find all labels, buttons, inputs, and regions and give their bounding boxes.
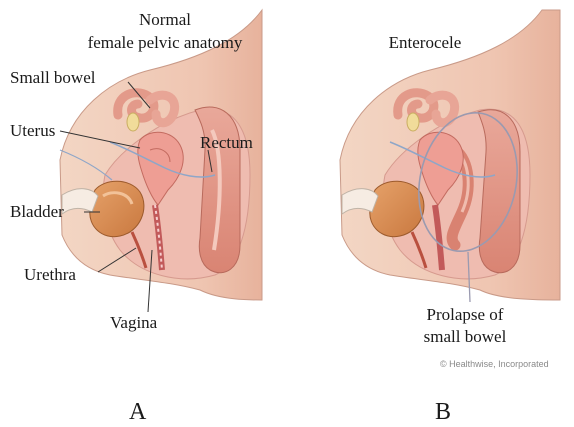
copyright-credit: © Healthwise, Incorporated [440,359,549,369]
panel-b-illustration [340,10,560,302]
label-rectum: Rectum [200,133,253,152]
panel-b-title: Enterocele [370,33,480,53]
panel-a-title-line1: Normal [100,10,230,30]
label-bladder: Bladder [10,202,64,221]
panel-a-letter: A [129,399,146,425]
label-small-bowel: Small bowel [10,68,95,87]
callout-line1: Prolapse of [400,305,530,325]
panel-a-illustration [60,10,262,312]
label-urethra: Urethra [24,265,76,284]
label-vagina: Vagina [110,313,157,332]
panel-b-letter: B [435,399,451,425]
panel-a-title-line2: female pelvic anatomy [50,33,280,53]
label-uterus: Uterus [10,121,55,140]
callout-line2: small bowel [400,327,530,347]
